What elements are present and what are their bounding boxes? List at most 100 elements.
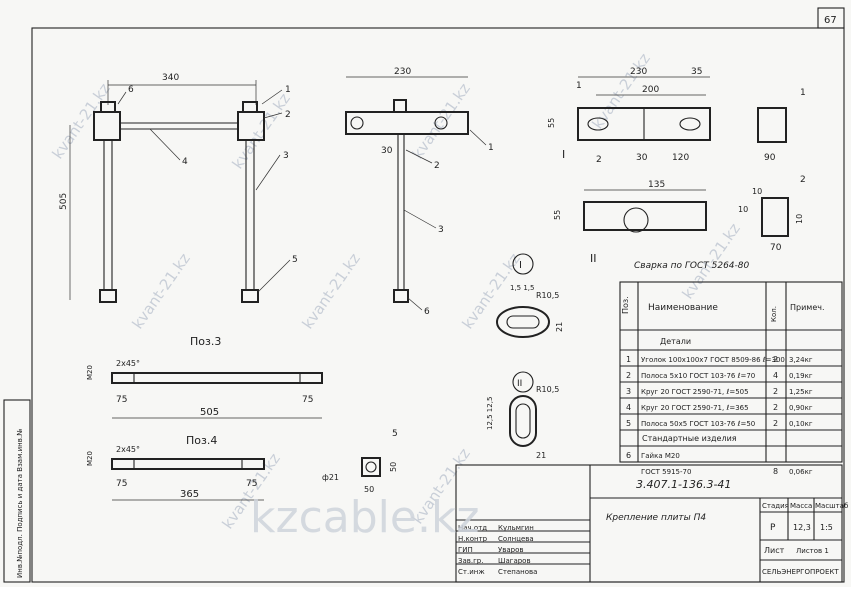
section-details: Детали: [660, 337, 691, 346]
title-block: 3.407.1-136.3-41 Крепление плиты П4 Стад…: [455, 464, 848, 583]
org-name: СЕЛЬЭНЕРГОПРОЕКТ: [762, 568, 839, 576]
spec-cell-name: Полоса 50х5 ГОСТ 103-76 ℓ=50: [641, 420, 755, 428]
big-watermark: kzcable.kz: [250, 492, 480, 543]
dim-75-c: 75: [116, 479, 127, 489]
callout-2: 2: [596, 155, 602, 165]
spec-cell-pos: 2: [626, 371, 631, 380]
pos5-plate-view: 5 ф21 50 50: [322, 429, 398, 494]
dim-15: 1,5 1,5: [510, 284, 535, 292]
pos3-label: Поз.3: [190, 335, 221, 348]
role-title: Н.контр: [458, 535, 488, 543]
dim-340: 340: [162, 73, 179, 83]
role-name: Кульмгин: [498, 524, 534, 532]
callout-5: 5: [392, 429, 398, 439]
spec-cell-qty: 2: [773, 419, 778, 428]
pos4-rod-view: Поз.4 M20 2x45° 75 75 365: [86, 434, 265, 501]
dim-10: 10: [752, 187, 762, 196]
col-header-qty: Кол.: [770, 306, 778, 322]
callout-1: 1: [488, 143, 494, 153]
spec-cell-note: 0,19кг: [789, 372, 813, 380]
side-stamp-box: [3, 399, 31, 583]
dim-125: 12,5 12,5: [486, 397, 494, 430]
role-title: ГИП: [458, 546, 473, 554]
callout-1: 1: [576, 81, 582, 91]
spec-cell-pos: 6: [626, 451, 631, 460]
dim-r105-b: R10,5: [536, 385, 559, 394]
dim-75-d: 75: [246, 479, 257, 489]
dim-90: 90: [764, 153, 776, 163]
dim-21-a: 21: [555, 322, 564, 332]
spec-cell-name: Круг 20 ГОСТ 2590-71, ℓ=365: [641, 404, 749, 412]
role-name: Солнцева: [498, 535, 534, 543]
dim-75-a: 75: [116, 395, 127, 405]
spec-cell-qty: 2: [773, 355, 778, 364]
watermark: kvant-21.kz: [129, 250, 194, 332]
dim-230: 230: [394, 67, 411, 77]
section-2-view: II R10,5 12,5 12,5 21: [486, 371, 559, 460]
callout-3: 3: [438, 225, 444, 235]
dim-21-b: 21: [536, 451, 546, 460]
page-number: 67: [824, 15, 837, 26]
spec-cell-note: 3,24кг: [789, 356, 813, 364]
dim-55-b: 55: [553, 210, 562, 220]
page-number-box: [817, 7, 845, 29]
dim-30: 30: [381, 146, 393, 156]
dim-50-b: 50: [389, 462, 398, 472]
watermark: kvant-21.kz: [299, 250, 364, 332]
scale-header: Масштаб: [815, 502, 848, 510]
spec-cell-qty: 8: [773, 467, 778, 476]
side-stamp: Инв.№подл. Подпись и дата Взам.инв.№: [16, 429, 24, 578]
section-1-view: I 1,5 1,5 R10,5 21: [496, 253, 564, 338]
spec-cell-pos: 5: [626, 419, 631, 428]
spec-cell-name: Уголок 100х100х7 ГОСТ 8509-86 ℓ=300: [641, 356, 785, 364]
spec-cell-name: ГОСТ 5915-70: [641, 468, 691, 476]
callout-6: 6: [128, 85, 134, 95]
sheet-label: Лист: [764, 546, 785, 555]
sheet-frame: [31, 27, 845, 583]
section-1-label: I: [519, 260, 522, 271]
col-header-pos: Поз.: [621, 296, 630, 314]
dim-230-b: 230: [630, 67, 647, 77]
spec-cell-note: 0,10кг: [789, 420, 813, 428]
role-title: Зав.гр.: [458, 557, 483, 565]
spec-cell-name: Гайка М20: [641, 452, 680, 460]
section-std: Стандартные изделия: [642, 434, 737, 443]
section-mark-1: I: [562, 148, 565, 161]
dim-m20-a: M20: [86, 365, 94, 380]
dim-55: 55: [547, 118, 556, 128]
spec-cell-note: 1,25кг: [789, 388, 813, 396]
callout-5: 5: [292, 255, 298, 265]
weld-note: Сварка по ГОСТ 5264-80: [634, 261, 749, 271]
spec-cell-pos: 4: [626, 403, 631, 412]
spec-cell-pos: 1: [626, 355, 631, 364]
dim-120: 120: [672, 153, 689, 163]
side-view: 230 30 1 2 3 6: [345, 67, 494, 317]
dim-365: 365: [180, 489, 199, 500]
dim-70: 70: [770, 243, 782, 253]
dim-21: ф21: [322, 473, 339, 482]
sheets-label: Листов 1: [796, 547, 829, 555]
doc-title: Крепление плиты П4: [606, 513, 706, 523]
doc-code: 3.407.1-136.3-41: [636, 478, 731, 491]
dim-505-b: 505: [200, 407, 219, 418]
section-2-label: II: [517, 379, 522, 389]
pos3-rod-view: Поз.3 M20 2x45° 75 75 505: [86, 335, 323, 419]
role-title: Нач.отд: [458, 524, 487, 532]
plate-detail-view: 135 55 II Сварка по ГОСТ 5264-80 10 10 1…: [553, 175, 806, 271]
spec-cell-pos: 3: [626, 387, 631, 396]
callout-2: 2: [434, 161, 440, 171]
col-header-name: Наименование: [648, 303, 718, 313]
dim-10-b: 10: [738, 205, 748, 214]
dim-r105-a: R10,5: [536, 291, 559, 300]
angle-detail-view: 230 35 200 55 30 120 I 2 1 90 1: [547, 67, 806, 165]
spec-cell-name: Полоса 5х10 ГОСТ 103-76 ℓ=70: [641, 372, 755, 380]
spec-cell-qty: 4: [773, 371, 778, 380]
mass-header: Масса: [790, 502, 812, 510]
callout-1: 1: [800, 88, 806, 98]
callout-4: 4: [182, 157, 188, 167]
dim-505: 505: [59, 193, 69, 210]
